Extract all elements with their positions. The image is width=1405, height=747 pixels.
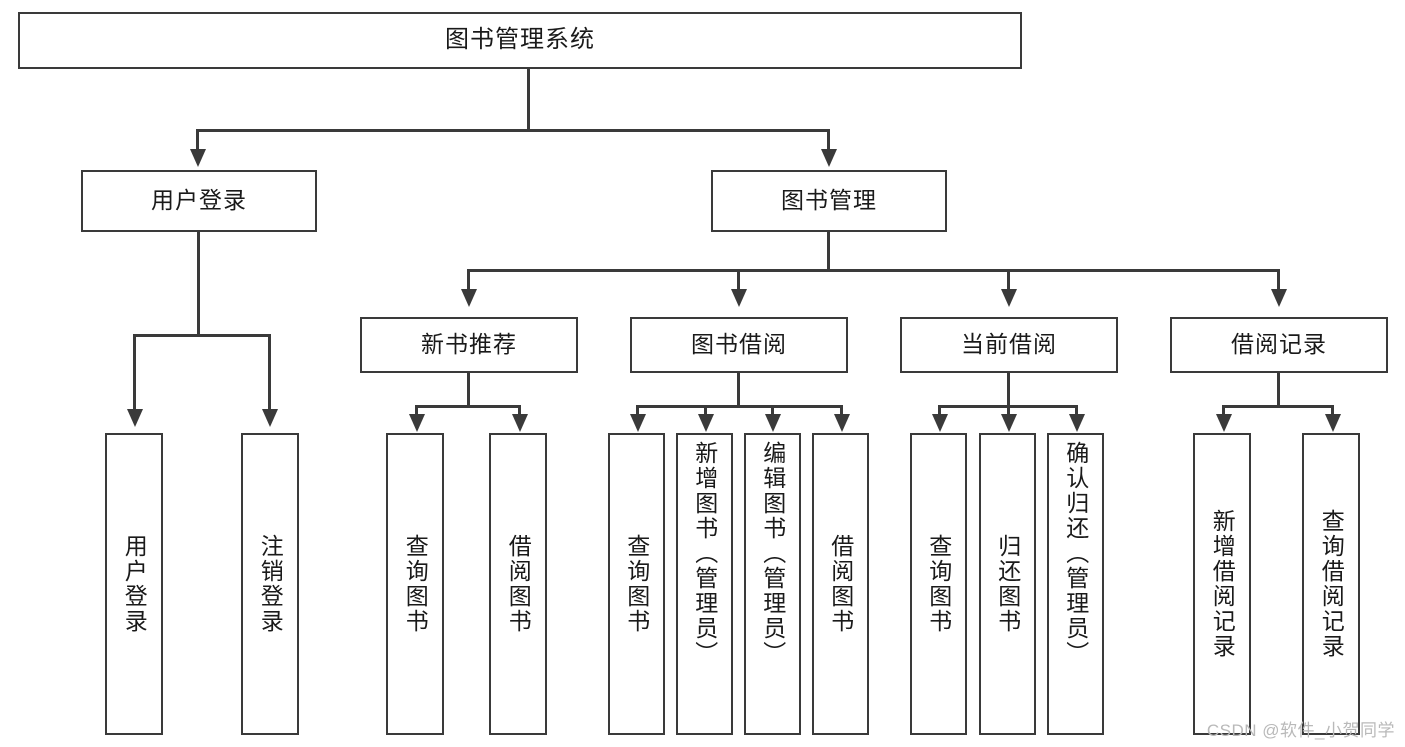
arrow-down-icon bbox=[731, 289, 747, 307]
connector-to-book-borrow bbox=[737, 269, 740, 291]
connector-cb-leg-3 bbox=[1075, 405, 1078, 416]
node-current-borrow-label: 当前借阅 bbox=[961, 331, 1057, 358]
connector-cb-leg-1 bbox=[938, 405, 941, 416]
connector-new-book-recommend-bus bbox=[415, 405, 521, 408]
connector-borrow-record-stem bbox=[1277, 373, 1280, 408]
node-book-borrow-label: 图书借阅 bbox=[691, 331, 787, 358]
node-leaf-confirm-return-label: 确认归还（管理员） bbox=[1062, 441, 1089, 666]
arrow-down-icon bbox=[630, 414, 646, 432]
node-user-login-label: 用户登录 bbox=[151, 187, 247, 214]
connector-book-borrow-stem bbox=[737, 373, 740, 408]
node-leaf-query-record-label: 查询借阅记录 bbox=[1318, 509, 1345, 659]
connector-to-new-book-recommend bbox=[467, 269, 470, 291]
connector-user-login-leg-2 bbox=[268, 334, 271, 411]
connector-bb-leg-3 bbox=[771, 405, 774, 416]
node-leaf-edit-book-label: 编辑图书（管理员） bbox=[759, 441, 786, 666]
node-leaf-query-book-3[interactable]: 查询图书 bbox=[910, 433, 967, 735]
node-leaf-borrow-book-1-label: 借阅图书 bbox=[505, 534, 532, 634]
node-leaf-return-book[interactable]: 归还图书 bbox=[979, 433, 1036, 735]
node-current-borrow[interactable]: 当前借阅 bbox=[900, 317, 1118, 373]
node-new-book-recommend[interactable]: 新书推荐 bbox=[360, 317, 578, 373]
connector-root-to-user-login bbox=[196, 129, 199, 151]
arrow-down-icon bbox=[1069, 414, 1085, 432]
node-leaf-borrow-book-1[interactable]: 借阅图书 bbox=[489, 433, 547, 735]
connector-br-leg-1 bbox=[1222, 405, 1225, 416]
connector-to-borrow-record bbox=[1277, 269, 1280, 291]
node-leaf-query-book-1[interactable]: 查询图书 bbox=[386, 433, 444, 735]
node-borrow-record-label: 借阅记录 bbox=[1231, 331, 1327, 358]
arrow-down-icon bbox=[461, 289, 477, 307]
node-book-management-label: 图书管理 bbox=[781, 187, 877, 214]
connector-borrow-record-bus bbox=[1222, 405, 1334, 408]
node-leaf-confirm-return[interactable]: 确认归还（管理员） bbox=[1047, 433, 1104, 735]
arrow-down-icon bbox=[1216, 414, 1232, 432]
node-leaf-user-login[interactable]: 用户登录 bbox=[105, 433, 163, 735]
connector-root-bus bbox=[196, 129, 830, 132]
connector-level3-bus bbox=[467, 269, 1280, 272]
node-book-management[interactable]: 图书管理 bbox=[711, 170, 947, 232]
node-leaf-query-book-1-label: 查询图书 bbox=[402, 534, 429, 634]
node-borrow-record[interactable]: 借阅记录 bbox=[1170, 317, 1388, 373]
node-leaf-edit-book[interactable]: 编辑图书（管理员） bbox=[744, 433, 801, 735]
connector-current-borrow-stem bbox=[1007, 373, 1010, 408]
node-book-borrow[interactable]: 图书借阅 bbox=[630, 317, 848, 373]
node-leaf-query-book-2[interactable]: 查询图书 bbox=[608, 433, 665, 735]
arrow-down-icon bbox=[127, 409, 143, 427]
arrow-down-icon bbox=[821, 149, 837, 167]
arrow-down-icon bbox=[698, 414, 714, 432]
connector-br-leg-2 bbox=[1331, 405, 1334, 416]
connector-user-login-bus bbox=[133, 334, 271, 337]
connector-user-login-stem bbox=[197, 232, 200, 336]
arrow-down-icon bbox=[409, 414, 425, 432]
node-leaf-add-book[interactable]: 新增图书（管理员） bbox=[676, 433, 733, 735]
connector-root-to-book-management bbox=[827, 129, 830, 151]
connector-bb-leg-4 bbox=[840, 405, 843, 416]
arrow-down-icon bbox=[1001, 414, 1017, 432]
node-leaf-query-record[interactable]: 查询借阅记录 bbox=[1302, 433, 1360, 735]
arrow-down-icon bbox=[1271, 289, 1287, 307]
arrow-down-icon bbox=[1001, 289, 1017, 307]
connector-book-management-stem bbox=[827, 232, 830, 272]
node-leaf-query-book-2-label: 查询图书 bbox=[623, 534, 650, 634]
node-root[interactable]: 图书管理系统 bbox=[18, 12, 1022, 69]
node-leaf-return-book-label: 归还图书 bbox=[994, 534, 1021, 634]
connector-book-borrow-bus bbox=[636, 405, 842, 408]
node-leaf-add-record-label: 新增借阅记录 bbox=[1209, 509, 1236, 659]
node-leaf-query-book-3-label: 查询图书 bbox=[925, 534, 952, 634]
connector-nbr-leg-1 bbox=[415, 405, 418, 416]
connector-to-current-borrow bbox=[1007, 269, 1010, 291]
arrow-down-icon bbox=[834, 414, 850, 432]
node-leaf-borrow-book-2[interactable]: 借阅图书 bbox=[812, 433, 869, 735]
connector-bb-leg-1 bbox=[636, 405, 639, 416]
arrow-down-icon bbox=[262, 409, 278, 427]
arrow-down-icon bbox=[190, 149, 206, 167]
node-user-login[interactable]: 用户登录 bbox=[81, 170, 317, 232]
arrow-down-icon bbox=[765, 414, 781, 432]
arrow-down-icon bbox=[932, 414, 948, 432]
connector-nbr-leg-2 bbox=[518, 405, 521, 416]
node-new-book-recommend-label: 新书推荐 bbox=[421, 331, 517, 358]
arrow-down-icon bbox=[1325, 414, 1341, 432]
node-leaf-user-login-label: 用户登录 bbox=[121, 534, 148, 634]
node-leaf-add-record[interactable]: 新增借阅记录 bbox=[1193, 433, 1251, 735]
connector-root-stem bbox=[527, 69, 530, 131]
connector-bb-leg-2 bbox=[704, 405, 707, 416]
node-leaf-add-book-label: 新增图书（管理员） bbox=[691, 441, 718, 666]
node-leaf-borrow-book-2-label: 借阅图书 bbox=[827, 534, 854, 634]
node-root-label: 图书管理系统 bbox=[445, 26, 595, 54]
connector-user-login-leg-1 bbox=[133, 334, 136, 411]
connector-new-book-recommend-stem bbox=[467, 373, 470, 408]
arrow-down-icon bbox=[512, 414, 528, 432]
connector-cb-leg-2 bbox=[1007, 405, 1010, 416]
node-leaf-logout-label: 注销登录 bbox=[257, 534, 284, 634]
node-leaf-logout[interactable]: 注销登录 bbox=[241, 433, 299, 735]
